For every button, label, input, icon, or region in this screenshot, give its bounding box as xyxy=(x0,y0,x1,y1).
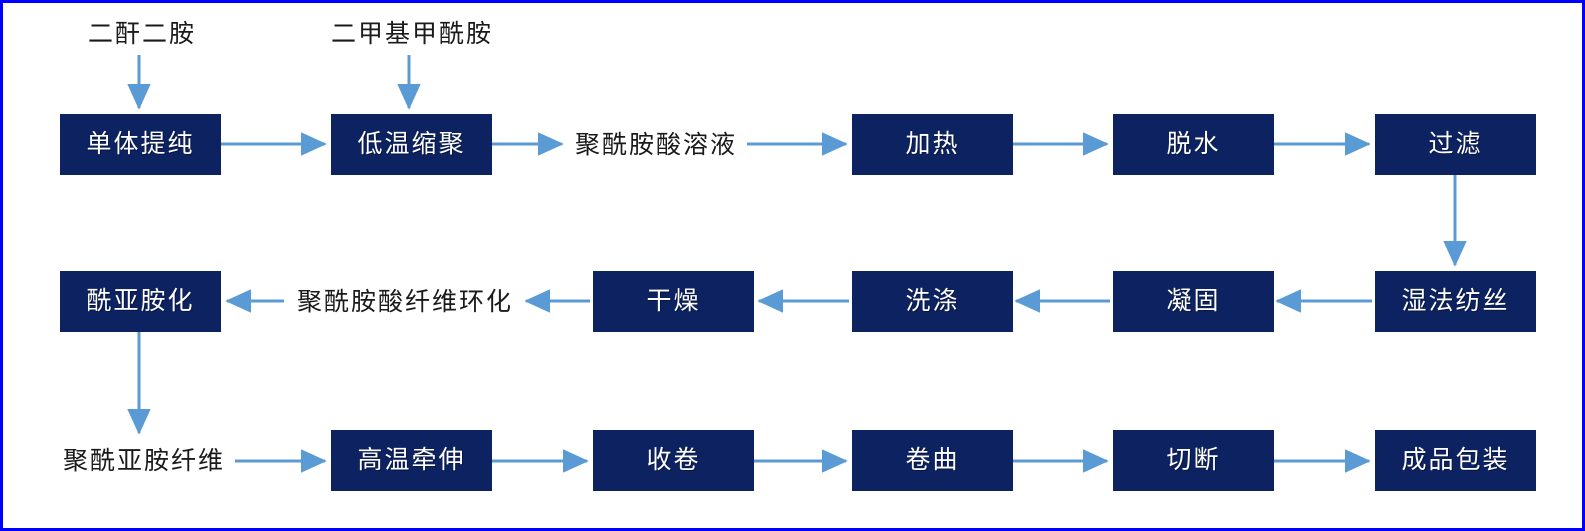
node-heating[interactable]: 加热 xyxy=(852,114,1013,175)
node-final-packaging[interactable]: 成品包装 xyxy=(1375,430,1536,491)
node-drying[interactable]: 干燥 xyxy=(593,271,754,332)
node-filtration[interactable]: 过滤 xyxy=(1375,114,1536,175)
node-winding[interactable]: 收卷 xyxy=(593,430,754,491)
edge-layer xyxy=(127,55,1467,473)
label-dmf: 二甲基甲酰胺 xyxy=(330,20,493,48)
label-polyamic-acid-fiber-cyclization: 聚酰胺酸纤维环化 xyxy=(296,288,513,316)
node-cutting[interactable]: 切断 xyxy=(1113,430,1274,491)
node-washing[interactable]: 洗涤 xyxy=(852,271,1013,332)
node-wet-spinning[interactable]: 湿法纺丝 xyxy=(1375,271,1536,332)
node-crimping[interactable]: 卷曲 xyxy=(852,430,1013,491)
label-polyimide-fiber: 聚酰亚胺纤维 xyxy=(62,447,225,475)
node-high-temp-drawing[interactable]: 高温牵伸 xyxy=(331,430,492,491)
label-polyamic-acid-solution: 聚酰胺酸溶液 xyxy=(574,131,737,159)
node-dehydration[interactable]: 脱水 xyxy=(1113,114,1274,175)
node-monomer-purification[interactable]: 单体提纯 xyxy=(60,114,221,175)
node-imidization[interactable]: 酰亚胺化 xyxy=(60,271,221,332)
node-coagulation[interactable]: 凝固 xyxy=(1113,271,1274,332)
label-dianhydride-diamine: 二酐二胺 xyxy=(87,20,196,48)
node-low-temp-polycondensation[interactable]: 低温缩聚 xyxy=(331,114,492,175)
